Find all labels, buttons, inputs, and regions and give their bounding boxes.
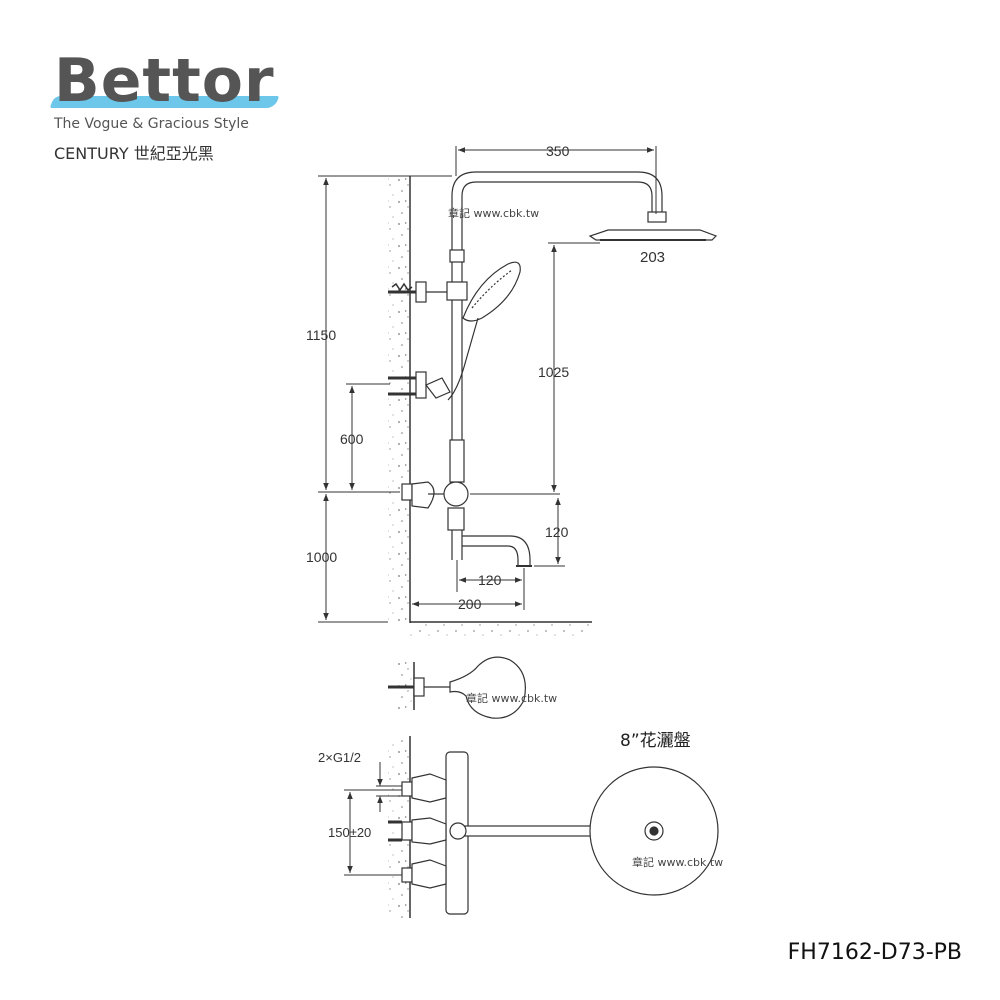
brand-series: CENTURY 世紀亞光黑 <box>54 144 214 163</box>
inlet-bottom <box>401 859 447 889</box>
wall-bracket-middle <box>388 371 451 399</box>
brand-tagline: The Vogue & Gracious Style <box>54 116 249 132</box>
dim-head-diameter: 203 <box>640 249 665 266</box>
bath-spout <box>451 530 532 567</box>
shower-head <box>588 211 718 241</box>
brand-logo: Bettor The Vogue & Gracious Style CENTUR… <box>49 46 292 170</box>
mixer-valve <box>401 481 469 531</box>
dim-arm-length: 350 <box>546 143 570 159</box>
brand-name: Bettor <box>54 46 275 116</box>
inlet-top <box>401 773 447 803</box>
dim-inlet-thread: 2×G1/2 <box>318 750 361 765</box>
dim-head-height: 1025 <box>538 364 569 380</box>
floor-section <box>410 622 590 636</box>
top-view-dimension-lines <box>344 762 402 876</box>
hand-shower <box>446 261 521 401</box>
top-view <box>388 736 719 918</box>
riser-pipe <box>449 171 663 483</box>
wall-bracket-top <box>388 281 447 303</box>
inlet-middle <box>388 817 447 845</box>
dim-wall-offset: 200 <box>458 596 482 612</box>
elevation-view <box>388 171 718 636</box>
dim-total-height: 1150 <box>306 327 336 343</box>
dim-bracket-height: 600 <box>340 431 364 447</box>
model-number: FH7162-D73-PB <box>787 940 962 965</box>
holder-detail-view <box>388 656 526 719</box>
elevation-dimension-lines <box>318 146 657 623</box>
dim-spout-reach: 120 <box>478 572 502 588</box>
dim-inlet-spacing: 150±20 <box>328 825 371 840</box>
wall-section <box>388 176 410 623</box>
dim-mixer-height: 1000 <box>306 549 337 565</box>
watermark-middle: 章記 www.cbk.tw <box>466 691 557 705</box>
shower-head-top <box>589 766 719 896</box>
shower-head-label: 8”花灑盤 <box>620 731 691 751</box>
watermark-bottom: 章記 www.cbk.tw <box>632 855 723 869</box>
dim-spout-drop: 120 <box>545 524 569 540</box>
watermark-top: 章記 www.cbk.tw <box>448 206 539 220</box>
